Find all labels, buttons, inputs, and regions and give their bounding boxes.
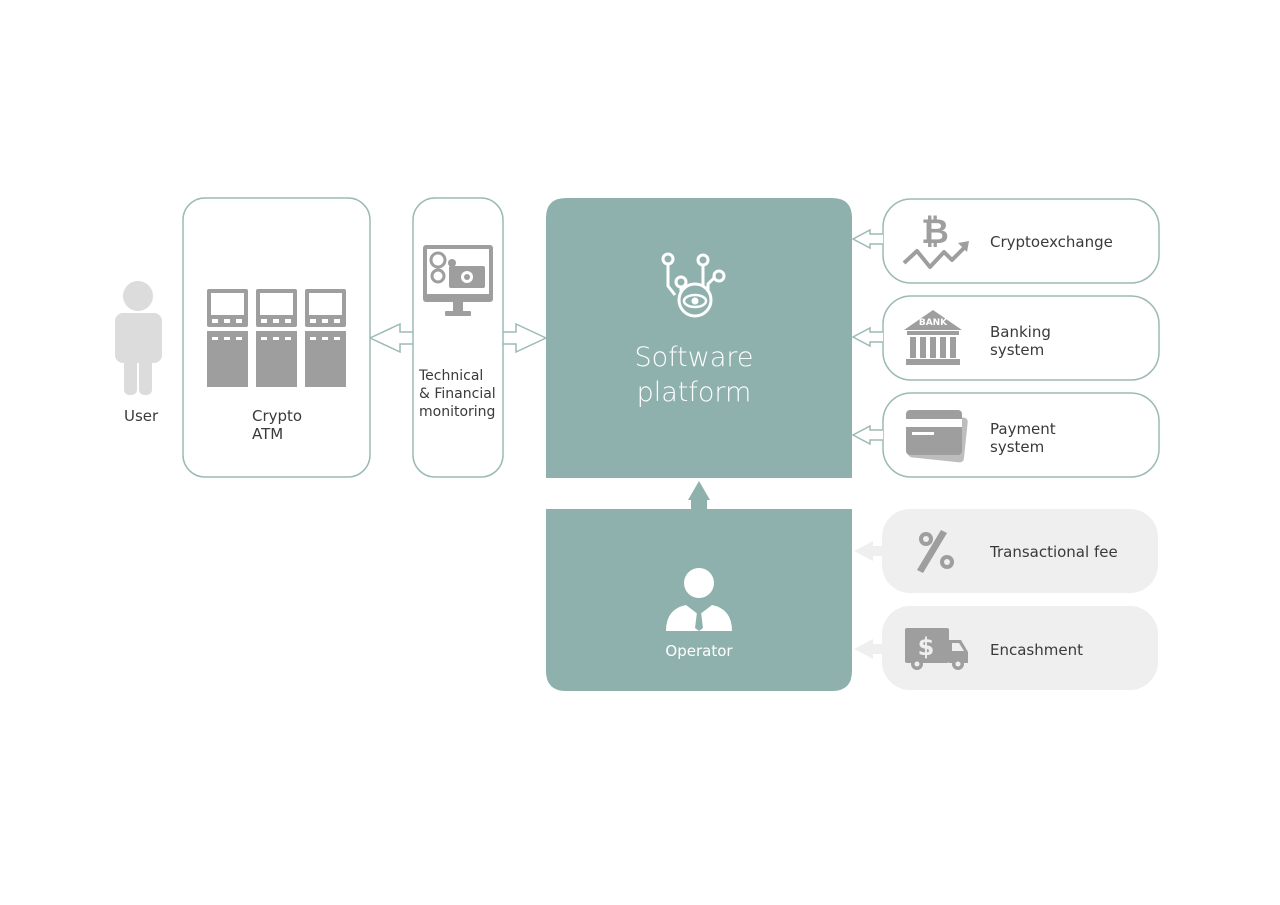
fee-label: Transactional fee: [990, 543, 1118, 561]
bank-icon: [904, 310, 962, 365]
fee-arrow: [854, 541, 882, 561]
svg-text:₿: ₿: [921, 212, 949, 252]
bank-sign: BANK: [918, 318, 948, 328]
platform-eye-icon: [682, 293, 708, 309]
platform-network-icon: [661, 252, 726, 318]
encashment-box: [882, 606, 1158, 690]
operator-label: Operator: [665, 642, 733, 660]
banking-arrow: [851, 326, 883, 348]
fee-box: [882, 509, 1158, 593]
monitoring-box: [412, 197, 504, 478]
bitcoin-chart-icon: ₿: [902, 212, 969, 269]
card-icon: [906, 410, 968, 463]
operator-tie: [695, 612, 703, 631]
encashment-arrow: [854, 639, 882, 659]
user-label: User: [124, 407, 159, 425]
payment-label: Payment system: [990, 420, 1056, 456]
monitoring-label: Technical & Financial monitoring: [419, 368, 496, 420]
platform-box: [546, 198, 852, 478]
cash-truck-icon: [905, 628, 968, 670]
platform-title: Software platform: [634, 342, 754, 408]
operator-platform-arrow: [688, 481, 710, 509]
cryptoexchange-label: Cryptoexchange: [990, 233, 1113, 251]
cryptoexchange-arrow: [851, 228, 883, 250]
monitoring-icon: [423, 245, 493, 316]
user-icon: [115, 281, 162, 395]
atm-label: Crypto ATM: [252, 407, 303, 443]
payment-arrow: [851, 424, 883, 446]
monitoring-platform-arrow: [503, 322, 547, 354]
atm-icon: [207, 289, 346, 387]
atm-monitoring-arrow: [369, 322, 413, 354]
encashment-label: Encashment: [990, 641, 1083, 659]
operator-box: [546, 509, 852, 691]
dollar-icon: $: [918, 633, 935, 661]
banking-label: Banking system: [990, 323, 1051, 359]
